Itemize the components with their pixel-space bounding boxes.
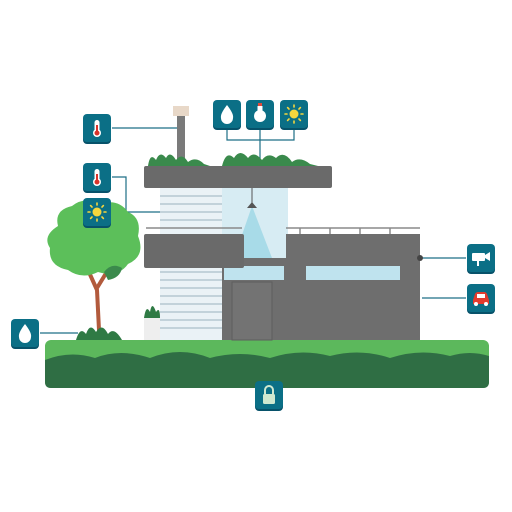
right-wing — [286, 234, 420, 340]
right-window — [306, 266, 400, 280]
water-drop-icon — [18, 324, 32, 343]
roof-slab — [144, 166, 332, 188]
sensor-tile-sun[interactable] — [83, 198, 111, 228]
balcony-railing — [146, 227, 420, 234]
security-camera-icon — [472, 252, 490, 266]
sensor-tile-security-camera[interactable] — [467, 244, 495, 274]
sensor-tile-sun[interactable] — [280, 100, 308, 130]
padlock-icon — [263, 385, 275, 404]
sun-icon — [87, 202, 107, 222]
lawn-shade — [45, 352, 489, 388]
roof-garden — [148, 153, 318, 166]
sensor-tile-thermometer[interactable] — [83, 114, 111, 144]
front-door — [231, 281, 273, 341]
tree — [47, 200, 141, 332]
sensor-tile-car[interactable] — [467, 284, 495, 314]
tree-canopy — [47, 200, 141, 276]
thermometer-icon — [93, 120, 101, 137]
chimney-cap — [173, 106, 189, 116]
bush-left — [76, 327, 122, 340]
sensor-tile-thermometer[interactable] — [83, 163, 111, 193]
sensor-tile-water-drop[interactable] — [213, 100, 241, 130]
house — [144, 106, 423, 341]
thermometer-icon — [93, 169, 101, 186]
balcony-slab — [144, 234, 244, 268]
water-drop-icon — [220, 105, 234, 124]
chimney — [177, 114, 185, 166]
sun-icon — [284, 104, 304, 124]
light-bulb-icon — [254, 103, 266, 122]
sensor-tile-padlock[interactable] — [255, 381, 283, 411]
ground — [45, 327, 489, 388]
sensor-tiles — [11, 100, 495, 411]
car-icon — [473, 292, 489, 306]
planter — [144, 318, 160, 340]
sensor-tile-water-drop[interactable] — [11, 319, 39, 349]
sensor-tile-light-bulb[interactable] — [246, 100, 274, 130]
